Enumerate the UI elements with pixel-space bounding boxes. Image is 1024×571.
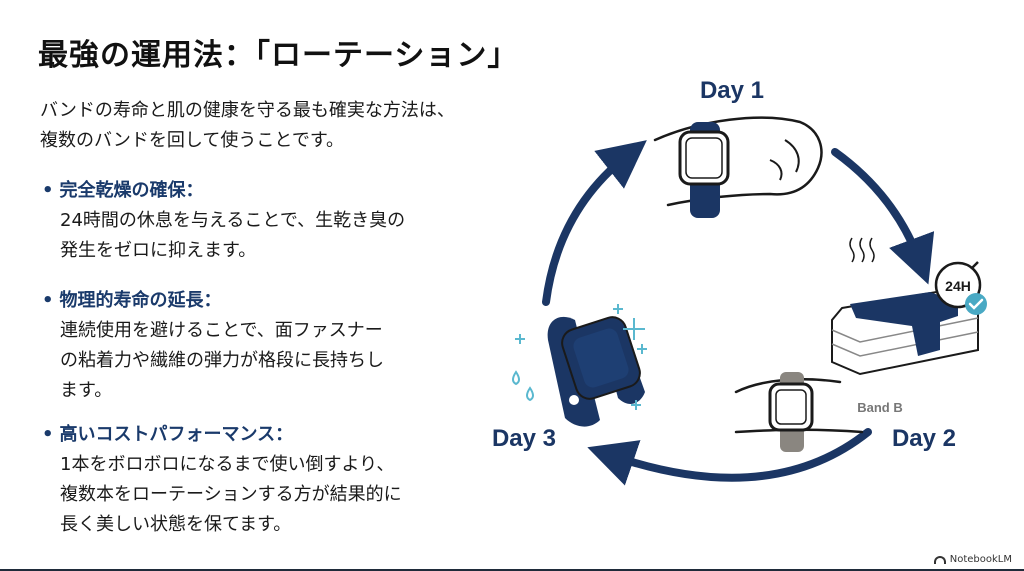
bullet-dot: • xyxy=(42,290,54,311)
steam-icon xyxy=(849,237,875,263)
notebooklm-logo-icon xyxy=(933,555,946,564)
day2-label: Day 2 xyxy=(892,425,956,452)
arrow-day2-to-day3 xyxy=(587,428,872,486)
intro-text: バンドの寿命と肌の健康を守る最も確実な方法は、 複数のバンドを回して使うことです… xyxy=(40,96,540,156)
bullet-line: の粘着力や繊維の弾力が格段に長持ちし xyxy=(60,350,384,371)
branding-label: NotebookLM xyxy=(949,554,1012,565)
bullet-drying: •完全乾燥の確保： 24時間の休息を与えることで、生乾き臭の 発生をゼロに抑えま… xyxy=(42,176,512,266)
check-badge-icon xyxy=(965,293,987,315)
bullet-dot: • xyxy=(42,180,54,201)
bullet-dot: • xyxy=(42,424,54,445)
day2-drying-towel-illustration xyxy=(831,237,979,376)
page-title: 最強の運用法：「ローテーション」 xyxy=(38,38,519,73)
arrow-day1-to-day2 xyxy=(831,148,935,285)
bullet-line: ます。 xyxy=(60,380,113,401)
notebooklm-badge: NotebookLM xyxy=(933,554,1012,565)
day1-wrist-watch-illustration xyxy=(653,116,823,218)
day3-label: Day 3 xyxy=(492,425,556,452)
bullet-line: 1本をボロボロになるまで使い倒すより、 xyxy=(60,454,395,475)
day1-label: Day 1 xyxy=(700,77,764,104)
bullet-heading: 完全乾燥の確保： xyxy=(59,180,204,201)
intro-line-2: 複数のバンドを回して使うことです。 xyxy=(40,130,345,151)
bullet-lifespan: •物理的寿命の延長： 連続使用を避けることで、面ファスナー の粘着力や繊維の弾力… xyxy=(42,286,512,406)
arrow-day3-to-day1 xyxy=(542,140,647,306)
bottom-divider xyxy=(0,569,1024,571)
day3-watch-illustration xyxy=(547,316,645,427)
day2-wrist-watch-illustration xyxy=(734,372,864,452)
intro-line-1: バンドの寿命と肌の健康を守る最も確実な方法は、 xyxy=(40,100,455,121)
bullet-heading: 物理的寿命の延長： xyxy=(59,290,222,311)
bullet-heading: 高いコストパフォーマンス： xyxy=(59,424,294,445)
bullet-line: 複数本をローテーションする方が結果的に xyxy=(60,484,402,505)
timer-label: 24H xyxy=(945,278,971,294)
bullet-cost: •高いコストパフォーマンス： 1本をボロボロになるまで使い倒すより、 複数本をロ… xyxy=(42,420,512,540)
bullet-line: 連続使用を避けることで、面ファスナー xyxy=(60,320,383,341)
rotation-diagram: Day 1 Day 2 Day 3 24H Band B xyxy=(492,77,987,486)
water-drop-icon xyxy=(512,370,534,402)
sparkle-icon xyxy=(515,304,647,410)
bullet-line: 発生をゼロに抑えます。 xyxy=(60,240,257,261)
band-b-label: Band B xyxy=(857,400,903,415)
bullet-line: 長く美しい状態を保てます。 xyxy=(60,514,292,535)
bullet-line: 24時間の休息を与えることで、生乾き臭の xyxy=(60,210,406,231)
